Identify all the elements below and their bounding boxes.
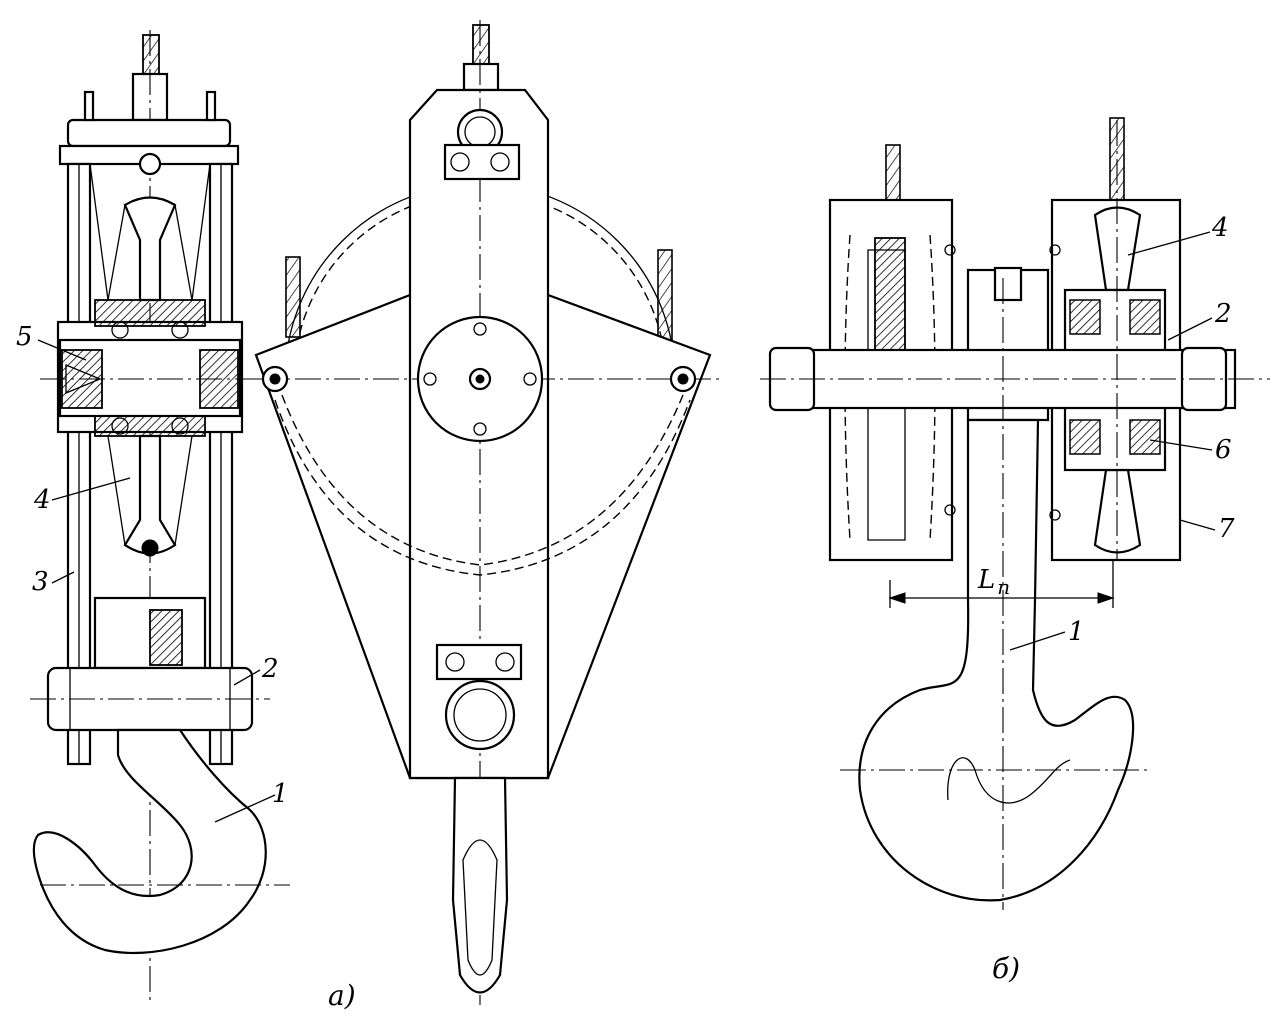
label-6-b: 6 [1215,435,1232,465]
view-a-section [30,30,290,1000]
label-3-a: 3 [32,567,49,597]
caption-a: а) [328,979,356,1012]
hook-shank-a [451,776,509,994]
rope-a1 [142,34,160,78]
sheave-upper-a [123,196,177,302]
labels-view-b: 4 2 6 7 1 [1009,213,1235,651]
top-traverse-a [66,118,232,148]
bottom-pin-a [444,679,516,751]
top-nut-a [138,152,162,176]
hook-b [858,418,1135,902]
label-2-b: 2 [1214,299,1232,329]
label-5-a: 5 [16,322,33,352]
labels-view-a: 5 4 3 2 1 [16,322,289,823]
label-4-b: 4 [1211,213,1229,243]
label-2-a: 2 [261,654,279,684]
hook-a [32,728,267,955]
label-1-b: 1 [1068,617,1085,647]
view-b [760,117,1270,910]
label-1-a: 1 [272,779,289,809]
sheave-lower-a [123,434,177,555]
label-7-b: 7 [1218,514,1235,544]
view-a-side [254,20,720,1005]
caption-b: б) [992,952,1020,985]
label-4-a: 4 [33,485,51,515]
